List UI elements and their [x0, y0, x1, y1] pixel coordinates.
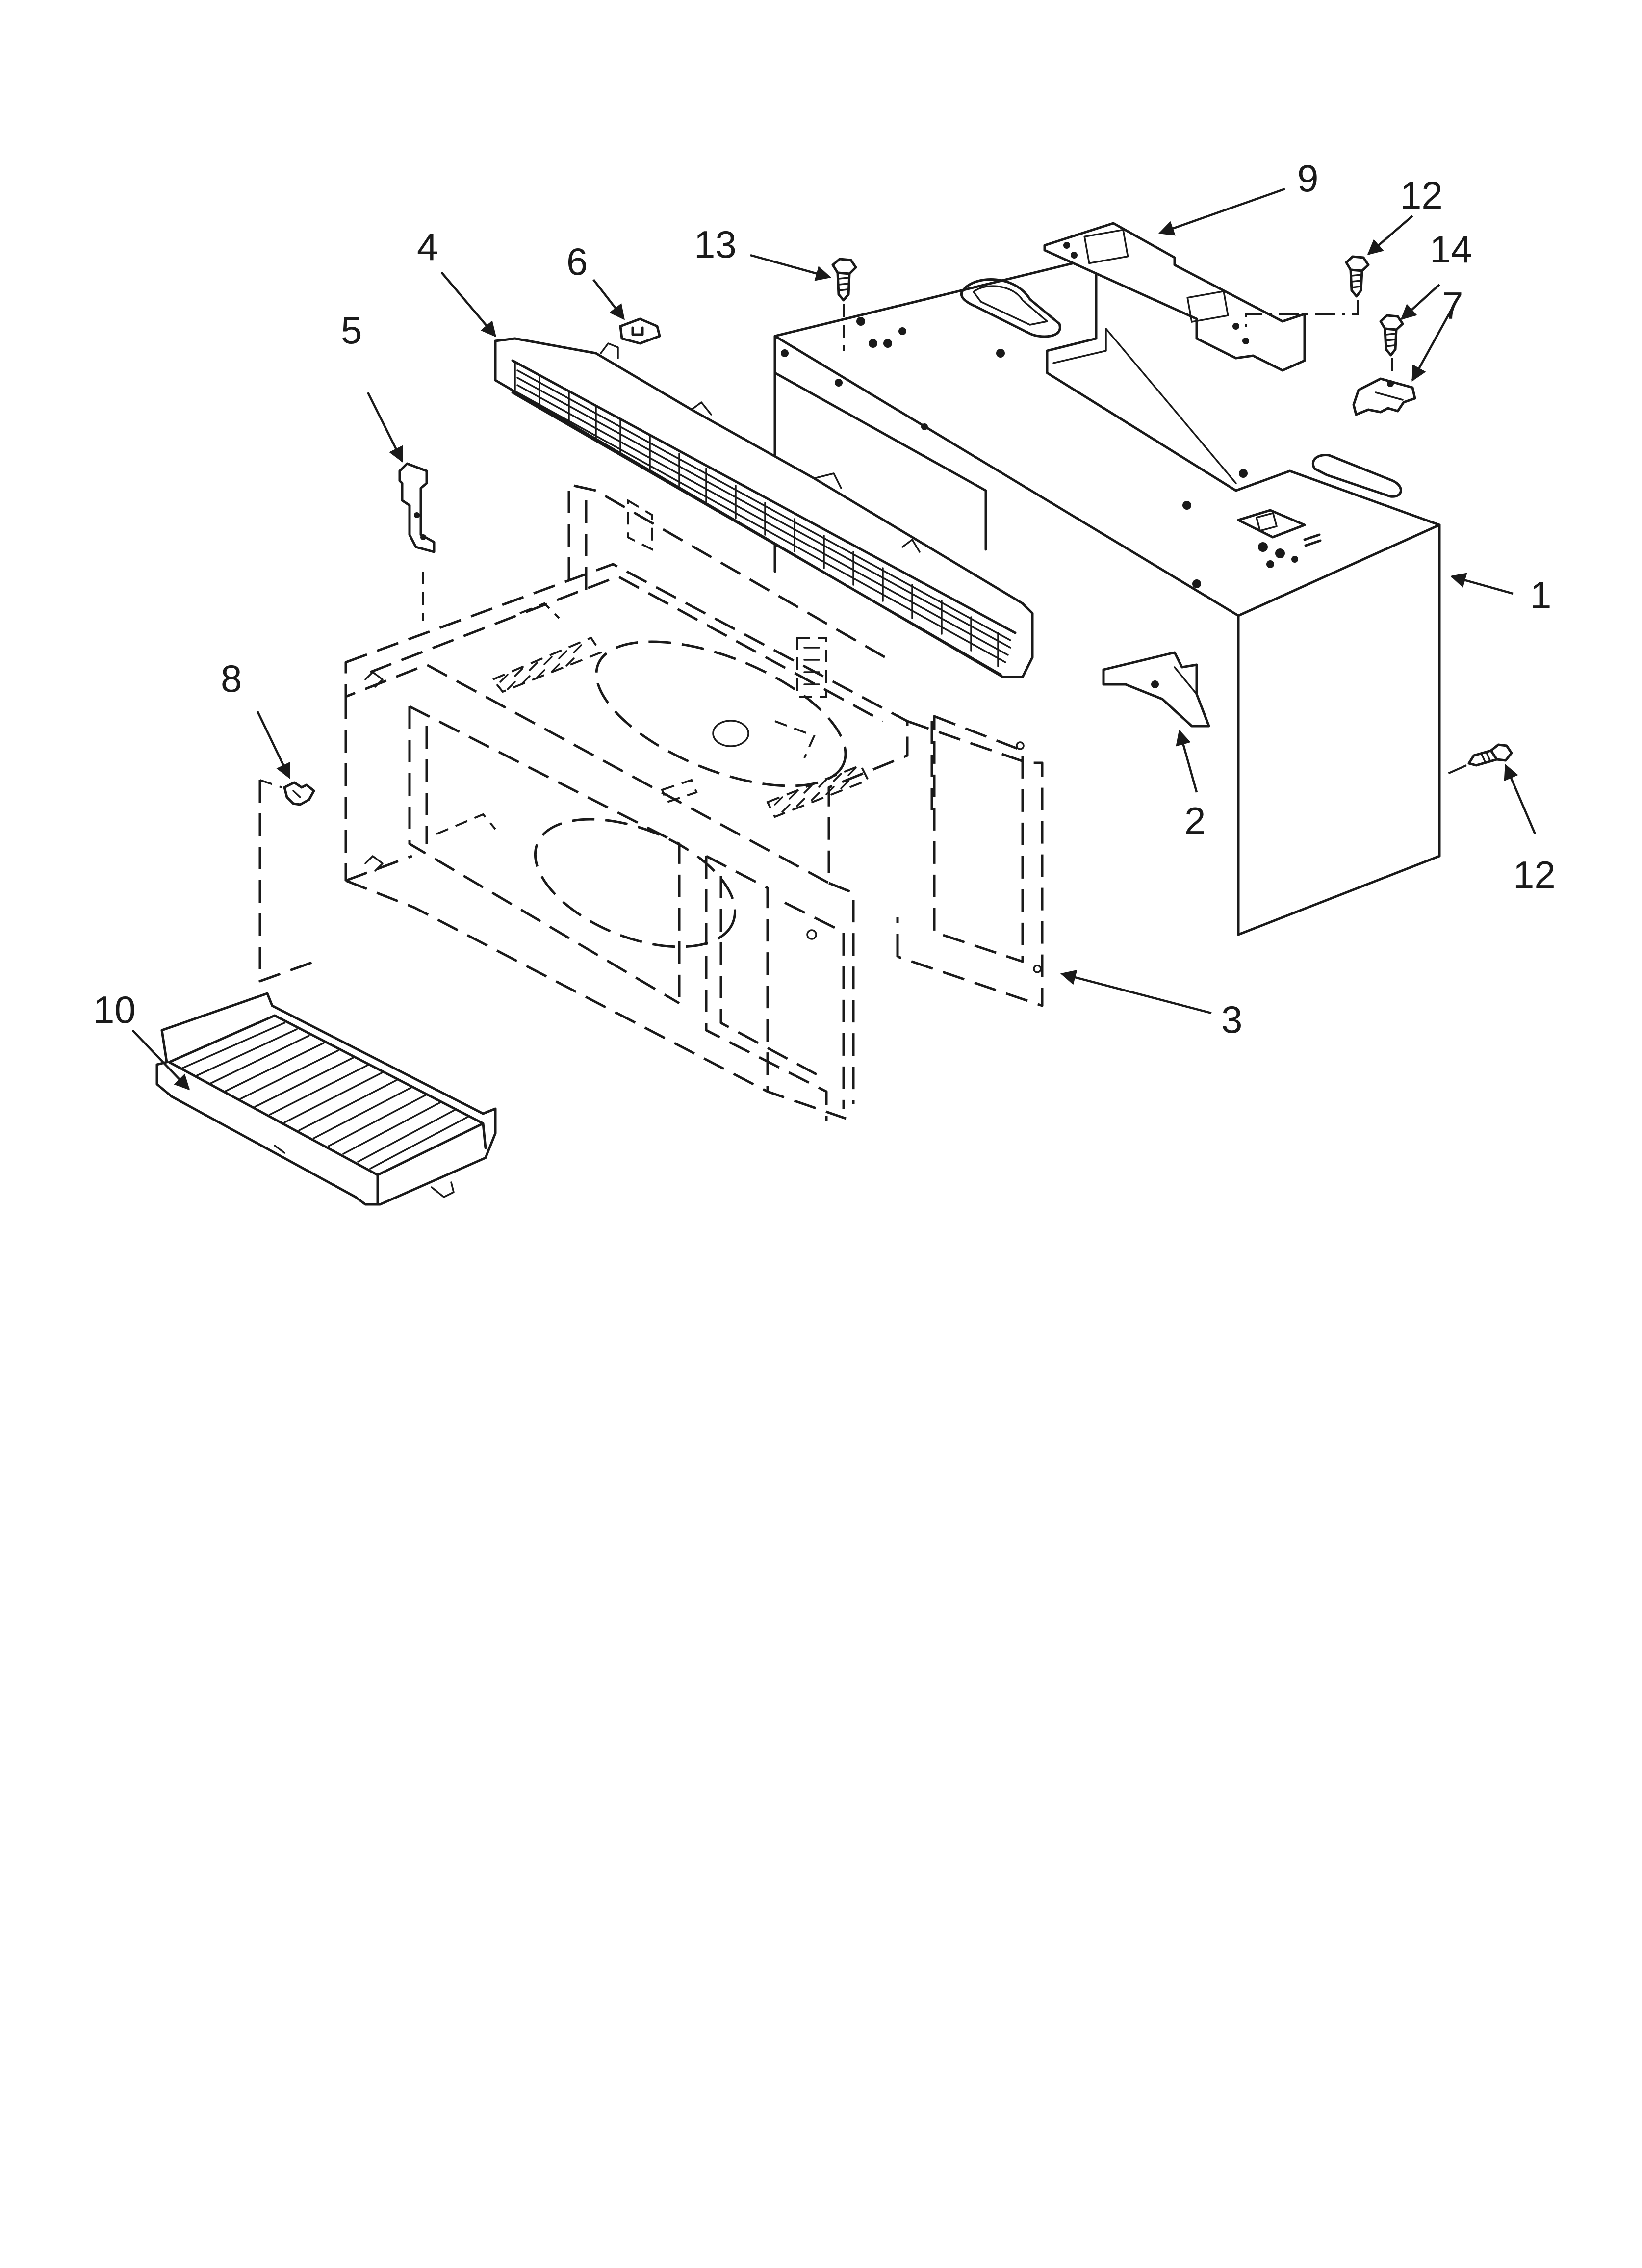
callout-6: 6: [566, 240, 588, 283]
grease-filter: [155, 992, 497, 1206]
callout-13: 13: [694, 223, 737, 266]
vertical-bracket: [398, 462, 436, 621]
callout-4: 4: [417, 225, 438, 268]
cabinet-wrapper: [773, 256, 1441, 936]
latch-guide-line: [258, 780, 322, 983]
callout-1: 1: [1530, 574, 1551, 617]
callout-14: 14: [1430, 228, 1472, 271]
vent-grille: [494, 337, 1034, 678]
screw-12-side: [1444, 743, 1513, 776]
screw-13: [831, 258, 857, 351]
callout-labels: 1 2 3 4 5 6 7 8 9 10 12 12 13 14: [93, 156, 1556, 1041]
callout-5: 5: [341, 309, 362, 352]
mounting-plate: [1043, 222, 1306, 372]
leader-lines: [131, 187, 1537, 1091]
latch: [259, 779, 315, 806]
callout-9: 9: [1297, 156, 1318, 200]
screw-14: [1379, 314, 1404, 373]
callout-2: 2: [1184, 799, 1206, 842]
callout-10: 10: [93, 988, 136, 1031]
oven-cavity: [344, 484, 1044, 1121]
side-bracket: [1102, 651, 1210, 728]
callout-7: 7: [1442, 284, 1463, 327]
callout-12-top: 12: [1400, 174, 1443, 217]
callout-3: 3: [1221, 998, 1242, 1041]
bracket-clip: [1352, 377, 1416, 416]
screw-12-top: [1245, 255, 1370, 329]
callout-8: 8: [221, 657, 242, 700]
callout-12-side: 12: [1513, 853, 1556, 896]
clip: [619, 317, 661, 345]
